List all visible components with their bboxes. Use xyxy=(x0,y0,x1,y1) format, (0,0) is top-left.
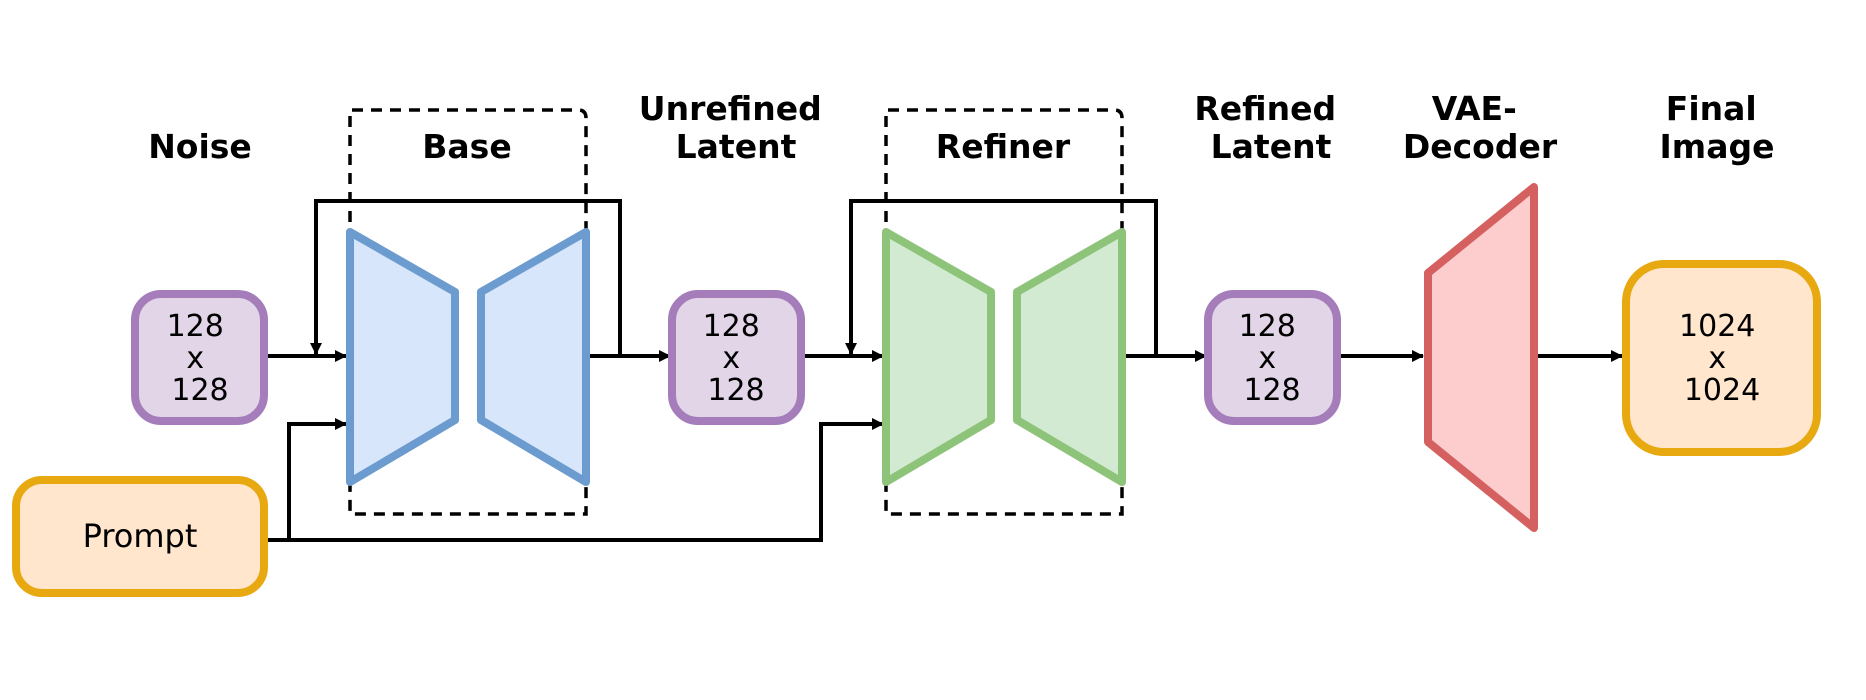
prompt-box xyxy=(12,476,268,597)
refined-latent-text: 128 x 128 xyxy=(1239,309,1306,408)
refiner-title: Refiner xyxy=(936,127,1071,166)
final-image-title: Final Image xyxy=(1660,89,1775,166)
prompt-to-refiner-arrow xyxy=(289,418,884,542)
unrefined-latent-text: 128 x 128 xyxy=(703,309,770,408)
prompt-to-base-arrow xyxy=(266,418,347,542)
base-group-outline xyxy=(348,108,588,516)
base-decoder-shape xyxy=(477,228,590,486)
refiner-group-outline xyxy=(884,108,1124,516)
refiner-loop-connector xyxy=(845,199,1158,358)
noise-title: Noise xyxy=(148,127,252,166)
base-encoder-shape xyxy=(346,228,459,486)
noise-latent-box xyxy=(131,290,268,425)
base-loop-connector xyxy=(310,199,622,358)
vae-decoder-shape xyxy=(1424,183,1538,532)
refiner-decoder-shape xyxy=(1013,228,1126,486)
final-image-box xyxy=(1622,260,1821,456)
unrefined-latent-title: Unrefined Latent xyxy=(639,89,833,166)
unrefined-latent-box xyxy=(668,290,805,425)
refined-latent-box xyxy=(1204,290,1341,425)
final-image-text: 1024 x 1024 xyxy=(1679,309,1765,408)
refined-latent-title: Refined Latent xyxy=(1194,89,1347,166)
prompt-text: Prompt xyxy=(83,517,198,555)
refiner-encoder-shape xyxy=(882,228,995,486)
vae-decoder-title: VAE- Decoder xyxy=(1403,89,1558,166)
noise-latent-text: 128 x 128 xyxy=(167,309,234,408)
base-title: Base xyxy=(422,127,511,166)
